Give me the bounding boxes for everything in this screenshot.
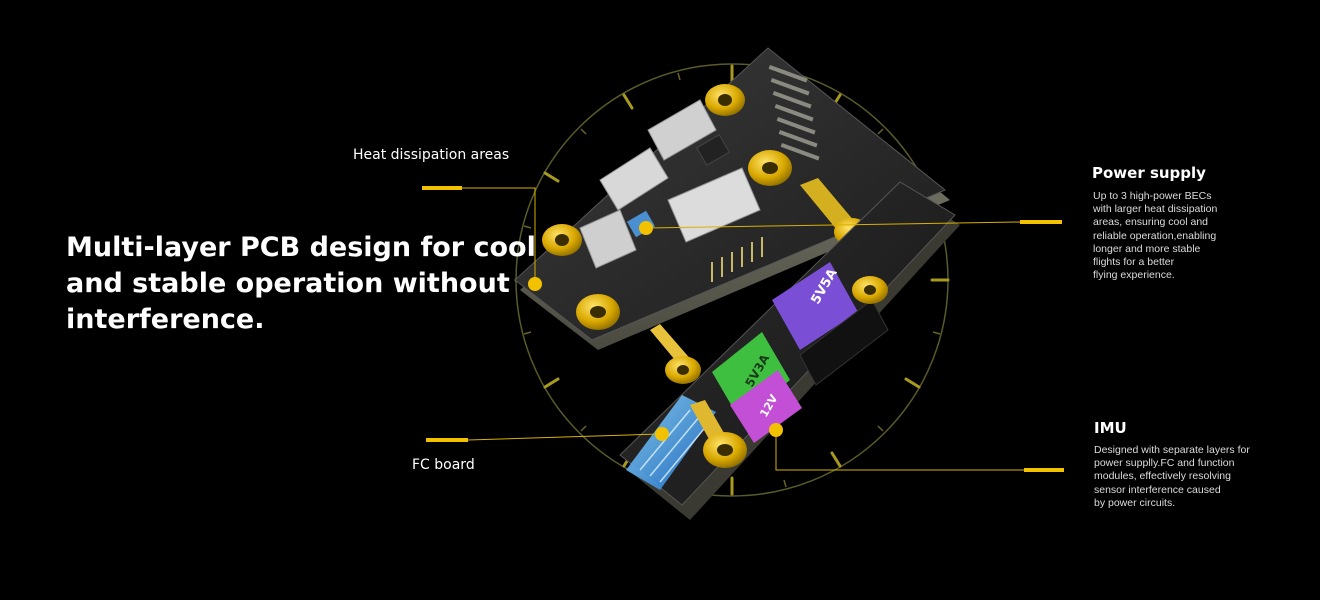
bec-12v-module: 12V: [730, 370, 802, 443]
heat-dissipation-label: Heat dissipation areas: [353, 147, 510, 163]
bec-5v3a-module: 5V3A: [712, 332, 790, 420]
fc-callout-bar: [426, 438, 468, 442]
fc-board: 5V5A 5V3A 12V: [619, 181, 960, 520]
imu-title: IMU: [1094, 419, 1127, 437]
top-board: [514, 47, 950, 350]
power-supply-description: Up to 3 high-power BECs with larger heat…: [1093, 190, 1218, 282]
power-supply-title: Power supply: [1092, 164, 1206, 182]
headline: Multi-layer PCB design for cool and stab…: [66, 232, 536, 335]
bec-5v5a-module: 5V5A: [772, 262, 858, 350]
callout-lines: [460, 187, 1024, 471]
power-callout-bar: [1020, 220, 1062, 224]
imu-description: Designed with separate layers for power …: [1094, 444, 1250, 509]
fc-board-label: FC board: [412, 457, 475, 473]
imu-callout-bar: [1024, 468, 1064, 472]
heat-callout-bar: [422, 186, 462, 190]
